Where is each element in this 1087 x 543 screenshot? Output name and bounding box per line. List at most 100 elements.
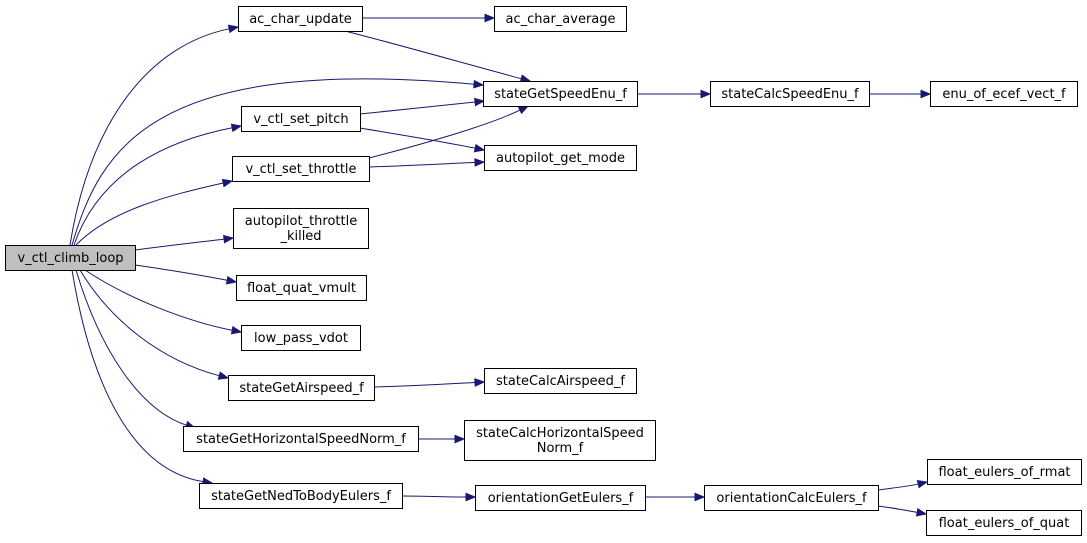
node-enu_of_ecef_vect_f[interactable]: enu_of_ecef_vect_f <box>930 81 1078 107</box>
edge-arrowhead <box>700 89 712 99</box>
node-box[interactable] <box>232 156 370 182</box>
node-stateGetNedToBodyEulers_f[interactable]: stateGetNedToBodyEulers_f <box>199 483 403 509</box>
node-float_quat_vmult[interactable]: float_quat_vmult <box>236 275 367 301</box>
edge-arrowhead <box>474 97 486 107</box>
edge-root-to-stateGetNedToBodyEulers_f <box>71 269 214 486</box>
node-box[interactable] <box>484 145 637 171</box>
node-box[interactable] <box>241 325 361 351</box>
node-box[interactable] <box>494 6 627 32</box>
edge-ac_char_update-to-stateGetSpeedEnu_f <box>344 30 532 83</box>
node-stateGetHorizontalSpeedNorm_f[interactable]: stateGetHorizontalSpeedNorm_f <box>183 426 419 452</box>
edge-v_ctl_set_throttle-to-autopilot_get_mode <box>368 158 486 168</box>
node-box[interactable] <box>704 485 879 511</box>
node-stateCalcSpeedEnu_f[interactable]: stateCalcSpeedEnu_f <box>710 81 870 107</box>
node-autopilot_get_mode[interactable]: autopilot_get_mode <box>484 145 637 171</box>
node-label: v_ctl_set_pitch <box>253 112 348 127</box>
edge-stateCalcSpeedEnu_f-to-enu_of_ecef_vect_f <box>869 89 932 99</box>
node-ac_char_average[interactable]: ac_char_average <box>494 6 627 32</box>
node-stateCalcAirspeed_f[interactable]: stateCalcAirspeed_f <box>484 368 637 394</box>
edge-line <box>134 264 228 281</box>
node-root[interactable]: v_ctl_climb_loop <box>5 245 136 271</box>
node-orientationCalcEulers_f[interactable]: orientationCalcEulers_f <box>704 485 879 511</box>
node-box[interactable] <box>483 81 638 107</box>
node-box[interactable] <box>228 375 375 401</box>
edge-orientationCalcEulers_f-to-float_eulers_of_rmat <box>877 479 929 491</box>
edge-line <box>71 269 204 483</box>
edge-root-to-v_ctl_set_pitch <box>73 123 243 246</box>
edge-arrowhead <box>227 24 240 34</box>
node-label: stateGetNedToBodyEulers_f <box>211 489 391 504</box>
node-box[interactable] <box>5 245 136 271</box>
node-label: Norm_f <box>537 441 584 456</box>
node-label: stateCalcAirspeed_f <box>496 374 625 389</box>
node-label: autopilot_throttle <box>245 214 357 229</box>
node-box[interactable] <box>930 81 1078 107</box>
edge-stateGetNedToBodyEulers_f-to-orientationGetEulers_f <box>401 492 477 502</box>
edge-arrowhead <box>474 378 486 387</box>
node-box[interactable] <box>484 368 637 394</box>
edge-stateGetAirspeed_f-to-stateCalcAirspeed_f <box>373 378 486 388</box>
node-box[interactable] <box>236 275 367 301</box>
node-box[interactable] <box>464 420 656 461</box>
edge-line <box>73 127 233 246</box>
node-float_eulers_of_rmat[interactable]: float_eulers_of_rmat <box>927 459 1082 485</box>
node-label: float_eulers_of_quat <box>939 516 1070 531</box>
edge-line <box>84 269 233 331</box>
edges-layer <box>69 13 932 517</box>
edge-arrowhead <box>454 434 466 444</box>
edge-arrowhead <box>217 371 230 380</box>
edge-line <box>69 28 230 246</box>
edge-arrowhead <box>473 143 486 153</box>
edge-root-to-v_ctl_set_throttle <box>75 178 234 246</box>
edge-orientationGetEulers_f-to-orientationCalcEulers_f <box>645 492 706 502</box>
nodes-layer: v_ctl_climb_loop ac_char_update ac_char_av… <box>5 6 1082 536</box>
node-label: float_quat_vmult <box>247 281 356 296</box>
node-label: orientationGetEulers_f <box>488 491 634 506</box>
edge-arrowhead <box>920 89 932 99</box>
node-box[interactable] <box>183 426 419 452</box>
node-float_eulers_of_quat[interactable]: float_eulers_of_quat <box>926 510 1082 536</box>
node-v_ctl_set_pitch[interactable]: v_ctl_set_pitch <box>241 106 361 132</box>
edge-line <box>877 483 919 491</box>
node-label: stateCalcSpeedEnu_f <box>721 87 859 102</box>
node-label: stateGetSpeedEnu_f <box>494 87 627 102</box>
node-low_pass_vdot[interactable]: low_pass_vdot <box>241 325 361 351</box>
edge-arrowhead <box>474 158 486 167</box>
edge-arrowhead <box>221 178 234 188</box>
node-v_ctl_set_throttle[interactable]: v_ctl_set_throttle <box>232 156 370 182</box>
edge-root-to-stateGetSpeedEnu_f <box>71 78 485 246</box>
node-box[interactable] <box>927 459 1082 485</box>
edge-arrowhead <box>230 325 243 335</box>
node-box[interactable] <box>238 6 363 32</box>
edge-stateGetSpeedEnu_f-to-stateCalcSpeedEnu_f <box>637 89 712 99</box>
node-box[interactable] <box>475 485 646 511</box>
edge-line <box>344 30 522 80</box>
node-autopilot_throttle_killed[interactable]: autopilot_throttle_killed <box>233 208 369 249</box>
node-box[interactable] <box>710 81 870 107</box>
edge-line <box>359 101 476 115</box>
node-label: ac_char_average <box>505 12 615 27</box>
edge-line <box>75 182 224 246</box>
node-label: ac_char_update <box>249 12 352 27</box>
node-label: stateGetAirspeed_f <box>239 381 364 396</box>
node-box[interactable] <box>199 483 403 509</box>
node-label: stateGetHorizontalSpeedNorm_f <box>196 432 406 447</box>
edge-line <box>359 127 476 149</box>
node-orientationGetEulers_f[interactable]: orientationGetEulers_f <box>475 485 646 511</box>
edge-root-to-float_quat_vmult <box>134 264 238 285</box>
node-box[interactable] <box>233 208 369 249</box>
node-label: v_ctl_climb_loop <box>17 251 123 266</box>
edge-orientationCalcEulers_f-to-float_eulers_of_quat <box>877 505 928 517</box>
edge-line <box>877 505 918 513</box>
edge-arrowhead <box>465 492 477 502</box>
node-box[interactable] <box>241 106 361 132</box>
node-stateGetSpeedEnu_f[interactable]: stateGetSpeedEnu_f <box>483 81 638 107</box>
node-label: stateCalcHorizontalSpeed <box>476 426 644 441</box>
node-stateGetAirspeed_f[interactable]: stateGetAirspeed_f <box>228 375 375 401</box>
node-ac_char_update[interactable]: ac_char_update <box>238 6 363 32</box>
node-box[interactable] <box>926 510 1082 536</box>
edge-ac_char_update-to-ac_char_average <box>362 13 496 23</box>
node-label: low_pass_vdot <box>254 331 348 346</box>
